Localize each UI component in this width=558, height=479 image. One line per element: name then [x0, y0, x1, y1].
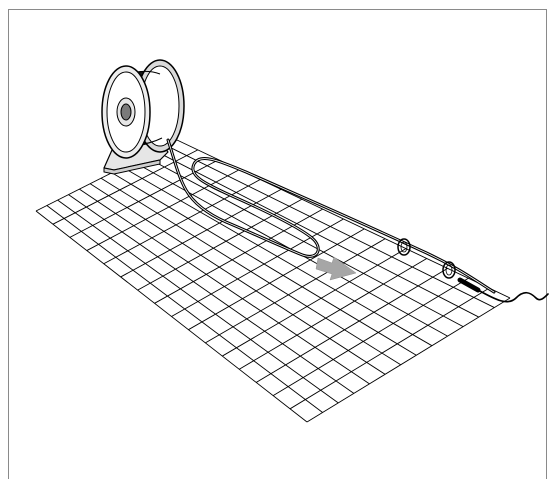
heating-cable-icon: [166, 138, 496, 294]
grid-line: [188, 228, 365, 331]
grid-line: [222, 248, 407, 357]
grid-line: [239, 258, 427, 370]
grid-line: [86, 169, 240, 251]
grid-line: [272, 277, 469, 397]
cable-reel-icon: [101, 59, 185, 175]
grid-line: [306, 297, 511, 423]
grid-line: [171, 218, 344, 317]
grid-line: [103, 179, 261, 265]
cable-fastener-clip-icon: [442, 261, 456, 279]
grid-line: [289, 287, 490, 410]
grid-line: [154, 208, 323, 304]
grid-line: [69, 159, 219, 238]
pull-direction-arrow-icon: [315, 256, 357, 281]
grid-line: [120, 188, 282, 278]
grid-line: [255, 267, 448, 383]
installation-grid-mat-icon: [35, 139, 511, 423]
cold-lead-tail-icon: [457, 277, 549, 303]
cable-fastener-clip-icon: [397, 238, 411, 256]
grid-line: [205, 238, 386, 344]
